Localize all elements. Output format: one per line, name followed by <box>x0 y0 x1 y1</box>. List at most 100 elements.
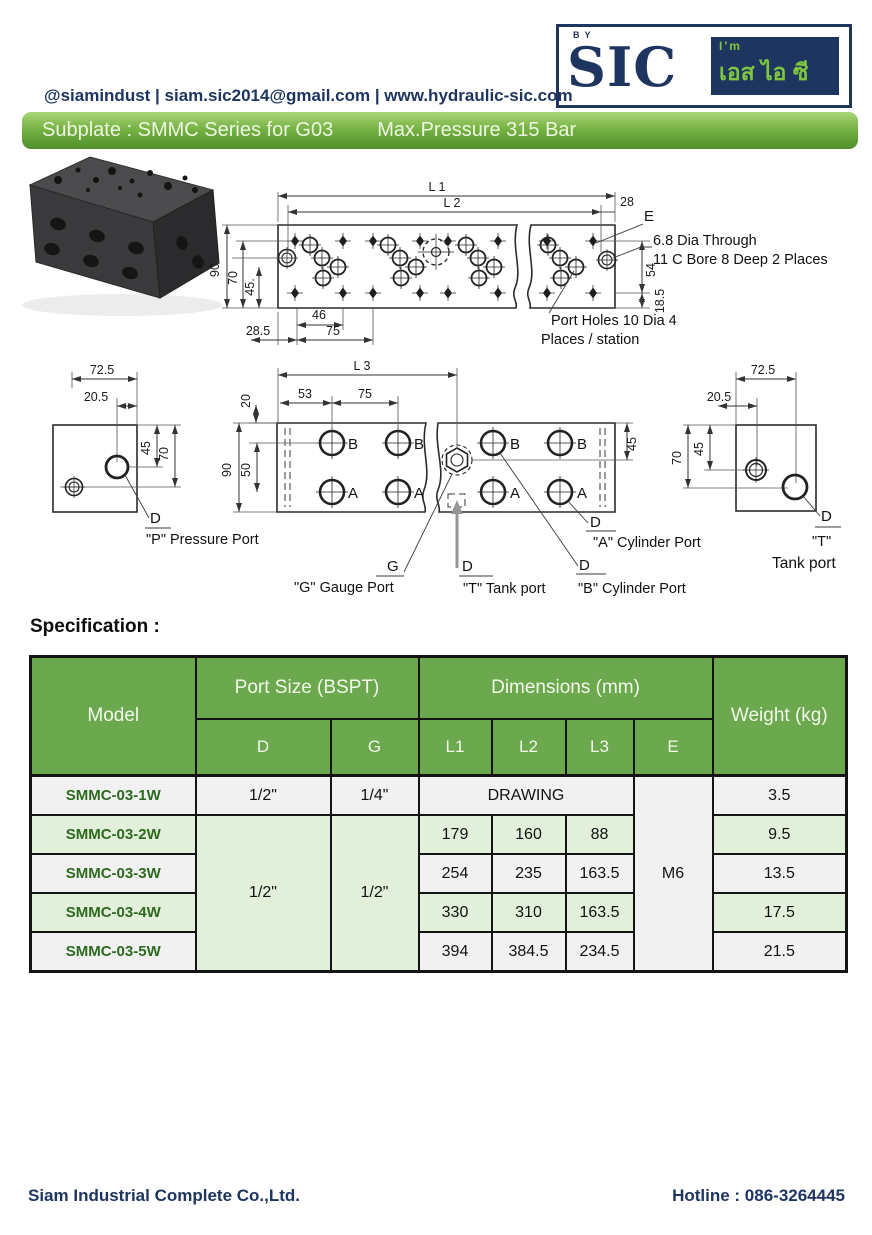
tank-port-hole <box>781 473 809 501</box>
dim-20-5: 20.5 <box>84 390 108 404</box>
model-cell: SMMC-03-2W <box>29 814 197 855</box>
logo-thai-panel: I'm เอส ไอ ซี <box>711 37 839 95</box>
label-b4: B <box>577 436 587 453</box>
table-row: SMMC-03-1W 1/2" 1/4" DRAWING M6 3.5 <box>29 774 848 973</box>
caption-a-cylinder-port: "A" Cylinder Port <box>593 535 701 551</box>
table-row: SMMC-03-5W 394 384.5 234.5 21.5 <box>29 931 848 973</box>
spec-table: Model Port Size (BSPT) Dimensions (mm) W… <box>29 655 849 973</box>
label-g: G <box>387 558 399 575</box>
max-pressure: Max.Pressure 315 Bar <box>377 119 577 141</box>
label-b3: B <box>510 436 520 453</box>
page-title: Subplate : SMMC Series for G03 <box>42 119 334 141</box>
col-header-weight: Weight (kg) <box>711 655 848 777</box>
note-port-holes-2: Places / station <box>541 332 639 348</box>
weight-cell: 3.5 <box>711 774 848 816</box>
dim-45: 45 <box>139 441 153 455</box>
label-a3: A <box>510 485 520 502</box>
label-d: D <box>150 510 161 527</box>
company-name: Siam Industrial Complete Co.,Ltd. <box>28 1186 301 1205</box>
l2-cell: 160 <box>490 814 567 855</box>
d-cell: 1/2" <box>194 774 332 816</box>
spec-heading: Specification : <box>30 616 160 637</box>
label-a2: A <box>414 485 424 502</box>
dim-75: 75 <box>326 324 340 338</box>
dim-45: 45. <box>243 278 257 295</box>
label-d: D <box>821 508 832 525</box>
g-merged-cell: 1/2" <box>329 814 420 973</box>
col-header-g: G <box>329 718 420 777</box>
label-b2: B <box>414 436 424 453</box>
dim-75: 75 <box>358 387 372 401</box>
weight-cell: 21.5 <box>711 931 848 973</box>
dim-l3: L 3 <box>354 359 371 373</box>
col-header-dimensions: Dimensions (mm) <box>417 655 714 720</box>
note-port-holes-1: Port Holes 10 Dia 4 <box>551 313 677 329</box>
top-view-drawing: L 1 L 2 28 E 90 70 45. 54 18.5 <box>208 180 828 348</box>
col-header-l1: L1 <box>417 718 493 777</box>
dim-20: 20 <box>239 394 253 408</box>
caption-b-cylinder-port: "B" Cylinder Port <box>578 581 686 597</box>
engineering-drawings: L 1 L 2 28 E 90 70 45. 54 18.5 <box>22 156 841 597</box>
label-a1: A <box>348 485 358 502</box>
l1-cell: 179 <box>417 814 493 855</box>
dim-70: 70 <box>670 451 684 465</box>
model-cell: SMMC-03-4W <box>29 892 197 933</box>
label-a4: A <box>577 485 587 502</box>
pressure-port-hole <box>104 454 130 480</box>
pressure-port-view: 72.5 20.5 45 70 D "P" Pressure Port <box>52 363 259 548</box>
weight-cell: 17.5 <box>711 892 848 933</box>
dim-72-5: 72.5 <box>90 363 114 377</box>
mounting-hole-pattern <box>275 232 619 302</box>
col-header-port-size: Port Size (BSPT) <box>194 655 420 720</box>
dim-45: 45 <box>692 442 706 456</box>
dim-l2: L 2 <box>444 196 461 210</box>
tank-port-view: 72.5 20.5 70 45 D "T" Tank port <box>670 363 841 572</box>
dim-70: 70 <box>226 271 240 285</box>
label-e: E <box>644 208 654 225</box>
caption-tank-port: "T" Tank port <box>463 581 546 597</box>
dim-18-5: 18.5 <box>653 289 667 313</box>
dim-l1: L 1 <box>429 180 446 194</box>
col-header-model: Model <box>29 655 197 777</box>
dim-90: 90 <box>208 263 222 277</box>
e-cell: M6 <box>632 774 714 973</box>
l3-cell: 234.5 <box>564 931 635 973</box>
dim-54: 54 <box>644 263 658 277</box>
dim-70: 70 <box>157 447 171 461</box>
l3-cell: 163.5 <box>564 892 635 933</box>
logo-thai-text: เอส ไอ ซี <box>719 59 809 85</box>
l1-cell: 330 <box>417 892 493 933</box>
label-d-b: D <box>579 557 590 574</box>
sic-logo: BY SIC I'm เอส ไอ ซี <box>556 24 852 108</box>
caption-pressure-port: "P" Pressure Port <box>146 532 259 548</box>
d-merged-cell: 1/2" <box>194 814 332 973</box>
label-d-tank: D <box>462 558 473 575</box>
l3-cell: 163.5 <box>564 853 635 894</box>
caption-t-quote: "T" <box>812 534 831 550</box>
col-header-e: E <box>632 718 714 777</box>
dim-45: 45 <box>625 437 639 451</box>
g-cell: 1/4" <box>329 774 420 816</box>
table-row: SMMC-03-2W 1/2" 1/2" 179 160 88 9.5 <box>29 814 848 973</box>
l3-cell: 88 <box>564 814 635 855</box>
weight-cell: 13.5 <box>711 853 848 894</box>
col-header-d: D <box>194 718 332 777</box>
logo-sic-text: SIC <box>567 35 678 99</box>
product-photo <box>22 156 222 316</box>
caption-tank-port: Tank port <box>772 555 836 572</box>
note-counterbore: 11 C Bore 8 Deep 2 Places <box>653 252 828 268</box>
contact-line: @siamindust | siam.sic2014@gmail.com | w… <box>44 86 573 105</box>
col-header-l2: L2 <box>490 718 567 777</box>
dim-90: 90 <box>220 463 234 477</box>
dim-53: 53 <box>298 387 312 401</box>
note-dia-through: 6.8 Dia Through <box>653 233 757 249</box>
l1-cell: 254 <box>417 853 493 894</box>
gauge-thread-hole <box>743 457 769 483</box>
label-b1: B <box>348 436 358 453</box>
label-d-a: D <box>590 514 601 531</box>
hotline: Hotline : 086-3264445 <box>672 1186 845 1205</box>
plan-view: B B B B A A A A L 3 53 75 <box>220 359 701 597</box>
model-cell: SMMC-03-1W <box>29 774 197 816</box>
table-row: SMMC-03-4W 330 310 163.5 17.5 <box>29 892 848 933</box>
